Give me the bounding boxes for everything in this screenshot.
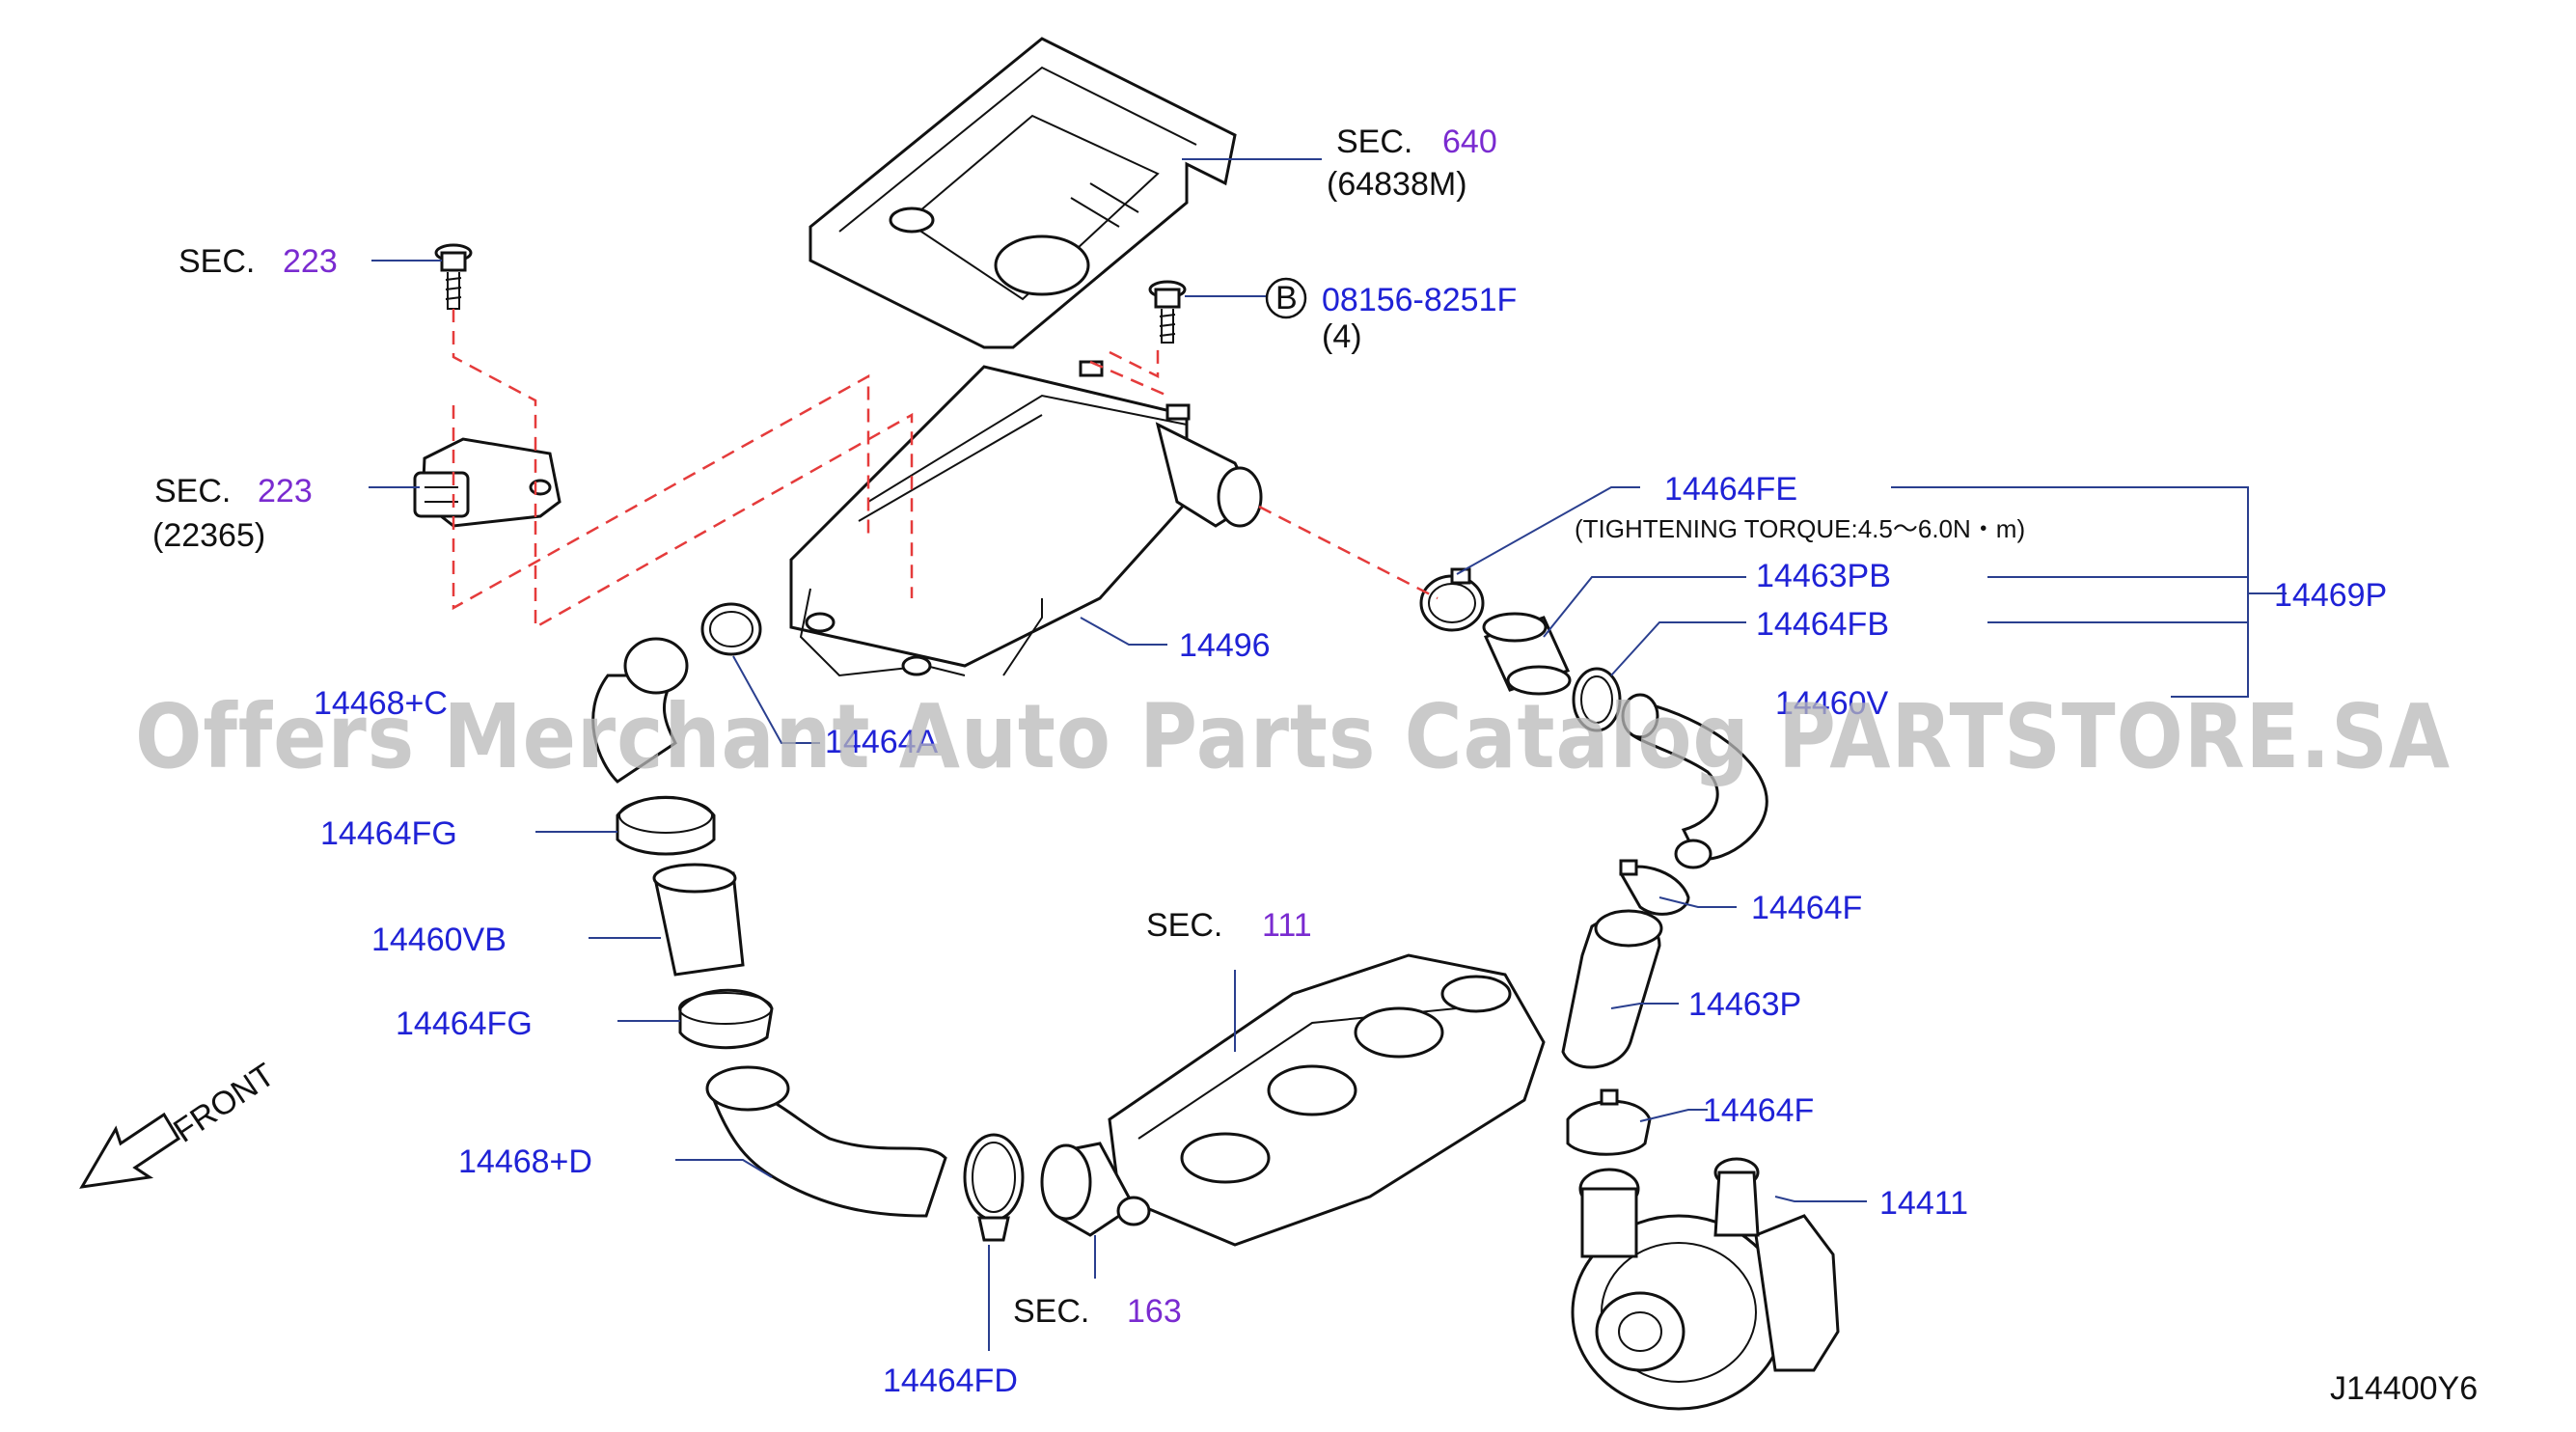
intercooler-14496: [789, 360, 1263, 677]
label-sec111-number[interactable]: 111: [1262, 907, 1312, 944]
clamp-14464FB: [1572, 667, 1622, 732]
label-14464FD[interactable]: 14464FD: [883, 1363, 1018, 1399]
clamp-14464FE: [1419, 567, 1485, 632]
label-sec223b-sub: (22365): [152, 517, 265, 554]
label-14496[interactable]: 14496: [1179, 627, 1271, 664]
hose-14463P: [1561, 909, 1663, 1069]
label-bolt-circle: B: [1275, 280, 1298, 317]
clamp-14464F-bot: [1566, 1088, 1652, 1156]
label-14464F-bot[interactable]: 14464F: [1703, 1092, 1814, 1129]
label-14464FG-bot[interactable]: 14464FG: [396, 1005, 533, 1042]
turbocharger-14411: [1571, 1157, 1840, 1411]
label-14468C[interactable]: 14468+C: [314, 685, 448, 722]
hose-14460V: [1621, 693, 1768, 869]
label-diagram-code: J14400Y6: [2330, 1370, 2478, 1407]
sensor-22365: [413, 437, 562, 528]
clamp-14464A: [700, 602, 762, 656]
label-14460VB[interactable]: 14460VB: [371, 922, 507, 958]
label-14460V[interactable]: 14460V: [1775, 685, 1889, 722]
label-sec223b-number[interactable]: 223: [258, 473, 313, 509]
label-14463P[interactable]: 14463P: [1688, 986, 1801, 1023]
bolt-circle-marker: [1265, 277, 1307, 319]
clamp-14464F-top: [1619, 859, 1690, 916]
label-sec163-prefix: SEC.: [1013, 1293, 1089, 1330]
bolt-sec223: [434, 243, 473, 310]
label-sec640-prefix: SEC.: [1336, 124, 1412, 160]
label-sec223a-prefix: SEC.: [178, 243, 255, 280]
clamp-14464FG-bot: [678, 988, 774, 1050]
label-14464FG-top[interactable]: 14464FG: [320, 815, 457, 852]
label-14464A[interactable]: 14464A: [825, 724, 939, 760]
engine-block-sec111: [1108, 953, 1546, 1247]
clamp-14464FD: [963, 1133, 1025, 1242]
hose-14468D: [705, 1065, 947, 1218]
label-bolt-part[interactable]: 08156-8251F: [1322, 282, 1517, 318]
label-14464FE[interactable]: 14464FE: [1664, 471, 1797, 508]
label-sec223b-prefix: SEC.: [154, 473, 231, 509]
label-14464FB[interactable]: 14464FB: [1756, 606, 1889, 643]
engine-cover: [808, 37, 1237, 349]
label-front: FRONT: [167, 1057, 281, 1150]
label-14464F-top[interactable]: 14464F: [1751, 890, 1862, 926]
labels: SEC. 640 (64838M) SEC. 223 SEC. 223 (223…: [152, 124, 2478, 1407]
label-14463PB[interactable]: 14463PB: [1756, 558, 1891, 594]
label-sec640-sub: (64838M): [1327, 166, 1467, 203]
leader-lines: [369, 158, 2287, 1351]
clamp-14464FG-top: [616, 795, 716, 856]
bolt-08156: [1148, 280, 1187, 344]
label-14468D[interactable]: 14468+D: [458, 1143, 592, 1180]
label-bolt-qty: (4): [1322, 318, 1362, 355]
label-sec223a-number[interactable]: 223: [283, 243, 338, 280]
label-sec640-number[interactable]: 640: [1442, 124, 1497, 160]
label-14411[interactable]: 14411: [1879, 1185, 1968, 1222]
hose-14463PB: [1482, 612, 1572, 696]
front-arrow: [79, 1112, 181, 1189]
hose-14460VB: [652, 863, 745, 977]
throttle-sec163: [1040, 1142, 1151, 1237]
watermark-text: Offers Merchant Auto Parts Catalog PARTS…: [135, 685, 2451, 788]
label-torque-note: (TIGHTENING TORQUE:4.5～6.0N・m): [1575, 514, 2025, 543]
label-sec163-number[interactable]: 163: [1127, 1293, 1182, 1330]
label-14469P[interactable]: 14469P: [2274, 577, 2387, 614]
hose-14468C: [591, 637, 689, 784]
dashed-guides: [452, 309, 1439, 630]
label-sec111-prefix: SEC.: [1146, 907, 1222, 944]
